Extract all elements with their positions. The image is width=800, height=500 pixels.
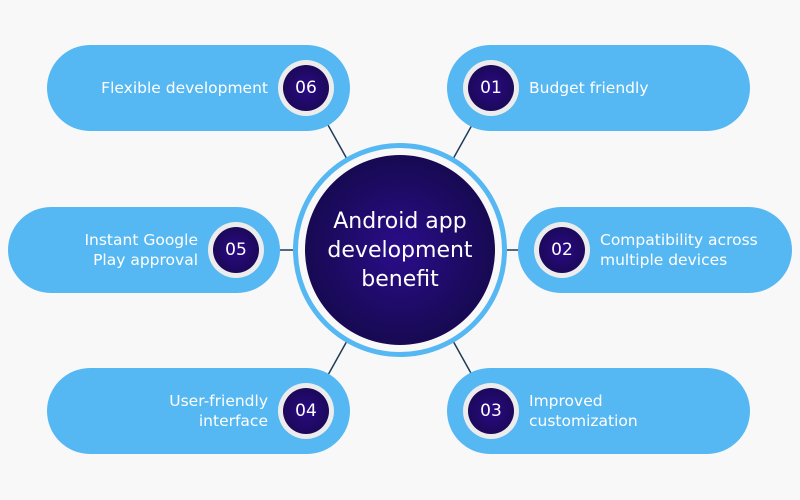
benefit-label: Budget friendly [529,79,649,97]
number-badge: 06 [278,60,334,116]
benefit-06: Flexible development 06 [47,45,350,131]
benefit-01: 01 Budget friendly [447,45,750,131]
number-badge: 05 [208,222,264,278]
number-badge: 04 [278,383,334,439]
number-badge: 01 [463,60,519,116]
number-badge: 03 [463,383,519,439]
number-badge: 02 [534,222,590,278]
benefit-label: Flexible development [101,79,268,97]
